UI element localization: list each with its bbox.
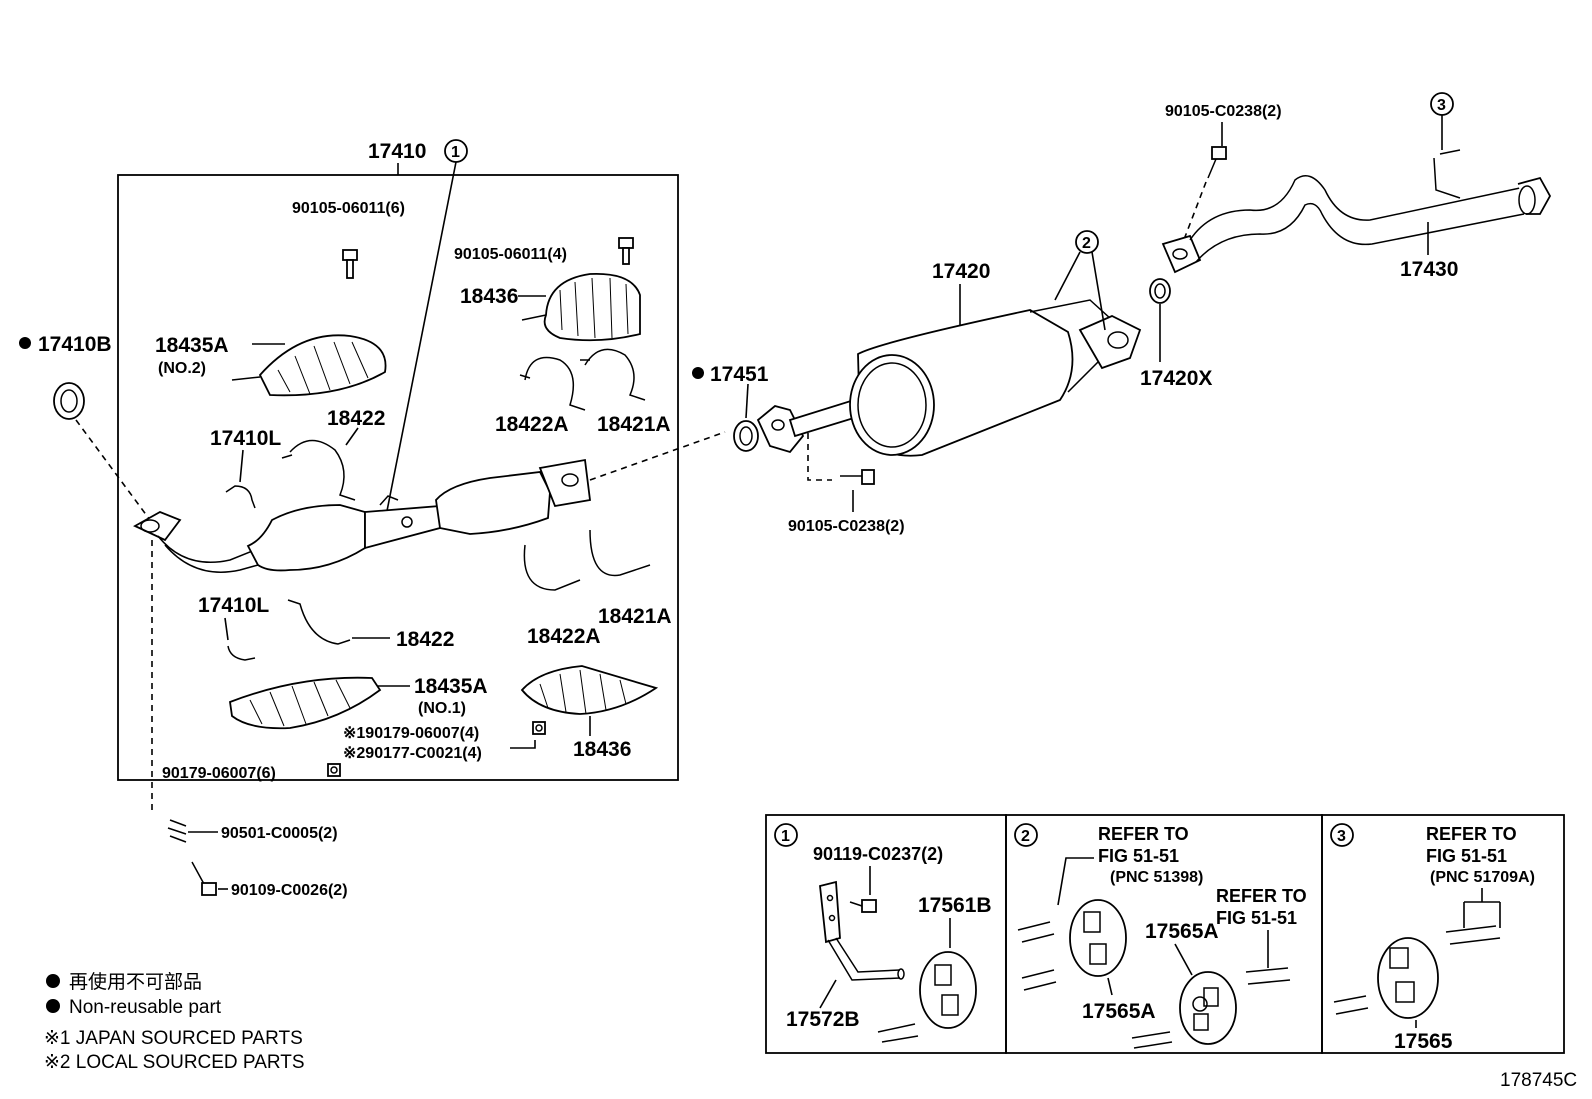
part-17410-label: 17410 xyxy=(368,140,426,163)
clamp-18421A-top xyxy=(580,348,646,401)
non-reusable-dot-icon xyxy=(46,974,60,988)
gasket-17420X xyxy=(1149,278,1171,304)
part-17410B-label: 17410B xyxy=(38,333,112,356)
ref2-line3: (PNC 51398) xyxy=(1110,869,1203,886)
part-90105-C0238-top-label: 90105-C0238(2) xyxy=(1165,103,1282,120)
inset-1-callout-circle xyxy=(774,823,798,847)
part-17420-label: 17420 xyxy=(932,260,990,283)
bracket-17410L-top xyxy=(225,485,256,509)
part-17410L-bot-label: 17410L xyxy=(198,594,269,617)
bolt-icon xyxy=(1207,146,1227,179)
part-17565-label: 17565 xyxy=(1394,1030,1453,1053)
spring-90501 xyxy=(167,819,187,843)
non-reusable-dot-icon xyxy=(692,367,704,379)
ref2b-line1: REFER TO xyxy=(1216,886,1307,906)
no2-label: (NO.2) xyxy=(158,360,206,377)
heat-shield-18435A-no2 xyxy=(231,334,387,397)
part-90177-C0021-4-label: ※290177-C0021(4) xyxy=(343,745,482,762)
nut-icon xyxy=(532,721,546,735)
part-17565A-a-label: 17565A xyxy=(1082,1000,1156,1023)
part-90119-label: 90119-C0237(2) xyxy=(813,844,943,864)
bolt-icon xyxy=(618,237,634,265)
callout-2-circle xyxy=(1075,230,1099,254)
clamp-18422A-top xyxy=(519,356,586,411)
ref2-line2: FIG 51-51 xyxy=(1098,846,1179,866)
part-18435A-bot-label: 18435A xyxy=(414,675,488,698)
gasket-17451 xyxy=(733,420,759,452)
inset-3-callout-label: 3 xyxy=(1337,828,1346,845)
part-17561B-label: 17561B xyxy=(918,894,992,917)
callout-1-label: 1 xyxy=(451,144,460,161)
nut-icon xyxy=(327,763,341,777)
non-reusable-dot-icon xyxy=(46,999,60,1013)
part-17572B-label: 17572B xyxy=(786,1008,860,1031)
legend-jp-nonreusable: 再使用不可部品 xyxy=(69,971,202,993)
heat-shield-18436-top xyxy=(521,272,641,342)
part-90179-06007-4-label: ※190179-06007(4) xyxy=(343,725,479,742)
part-17430-label: 17430 xyxy=(1400,258,1458,281)
ref3-line1: REFER TO xyxy=(1426,824,1517,844)
part-90179-06007-6-label: 90179-06007(6) xyxy=(162,765,276,782)
legend-en-nonreusable: Non-reusable part xyxy=(69,997,222,1018)
heat-shield-18435A-no1 xyxy=(229,676,382,730)
heat-shield-18436-bottom xyxy=(520,665,659,715)
inset-3-callout-circle xyxy=(1330,823,1354,847)
inset-2-callout-label: 2 xyxy=(1021,828,1030,845)
inset-2-callout-circle xyxy=(1014,823,1038,847)
gasket-17410B xyxy=(53,382,85,420)
bracket-17410L-bottom xyxy=(227,645,256,661)
front-pipe-catalyst-17410 xyxy=(133,458,591,573)
bolt-icon xyxy=(849,899,877,913)
ref3-line3: (PNC 51709A) xyxy=(1430,869,1535,886)
inset-1-callout-label: 1 xyxy=(781,828,790,845)
bolt-90109 xyxy=(191,861,217,896)
diagram-id: 178745C xyxy=(1500,1070,1577,1091)
rubber-hanger-17565 xyxy=(1377,937,1439,1019)
part-18435A-top-label: 18435A xyxy=(155,334,229,357)
clamp-18422A-bottom xyxy=(523,544,581,591)
part-17451-label: 17451 xyxy=(710,363,769,386)
part-18436-top-label: 18436 xyxy=(460,285,518,308)
no1-label: (NO.1) xyxy=(418,700,466,717)
part-90501-label: 90501-C0005(2) xyxy=(221,825,338,842)
hanger-bracket-17572B xyxy=(819,880,905,981)
part-17420X-label: 17420X xyxy=(1140,367,1212,390)
part-18421A-top-label: 18421A xyxy=(597,413,671,436)
non-reusable-dot-icon xyxy=(19,337,31,349)
rubber-hanger-17565A-right xyxy=(1179,971,1237,1045)
clamp-18422-top xyxy=(281,439,356,501)
part-17565A-b-label: 17565A xyxy=(1145,920,1219,943)
ref2b-line2: FIG 51-51 xyxy=(1216,908,1297,928)
clamp-18422-bottom xyxy=(287,599,351,645)
ref3-line2: FIG 51-51 xyxy=(1426,846,1507,866)
part-18422A-top-label: 18422A xyxy=(495,413,569,436)
part-18422-top-label: 18422 xyxy=(327,407,385,430)
part-18422-bot-label: 18422 xyxy=(396,628,454,651)
part-90105-06011-4-label: 90105-06011(4) xyxy=(454,246,567,263)
bolt-icon xyxy=(342,249,358,279)
inset-box-3 xyxy=(1321,814,1565,1054)
callout-3-label: 3 xyxy=(1437,97,1446,114)
tail-pipe-17430 xyxy=(1161,149,1552,274)
part-18422A-bot-label: 18422A xyxy=(527,625,601,648)
rubber-hanger-17561B xyxy=(919,951,977,1029)
part-90105-06011-6-label: 90105-06011(6) xyxy=(292,200,405,217)
part-90105-C0238-mid-label: 90105-C0238(2) xyxy=(788,518,905,535)
part-17410L-top-label: 17410L xyxy=(210,427,281,450)
part-18436-bot-label: 18436 xyxy=(573,738,631,761)
clamp-18421A-bottom xyxy=(589,529,651,577)
part-90109-label: 90109-C0026(2) xyxy=(231,882,348,899)
callout-2-label: 2 xyxy=(1082,235,1091,252)
center-muffler-17420 xyxy=(756,299,1142,457)
legend-note2: ※2 LOCAL SOURCED PARTS xyxy=(44,1052,305,1073)
legend-note1: ※1 JAPAN SOURCED PARTS xyxy=(44,1028,303,1049)
rubber-hanger-17565A-left xyxy=(1069,899,1127,977)
part-18421A-bot-label: 18421A xyxy=(598,605,672,628)
ref2-line1: REFER TO xyxy=(1098,824,1189,844)
bolt-icon xyxy=(840,469,875,485)
